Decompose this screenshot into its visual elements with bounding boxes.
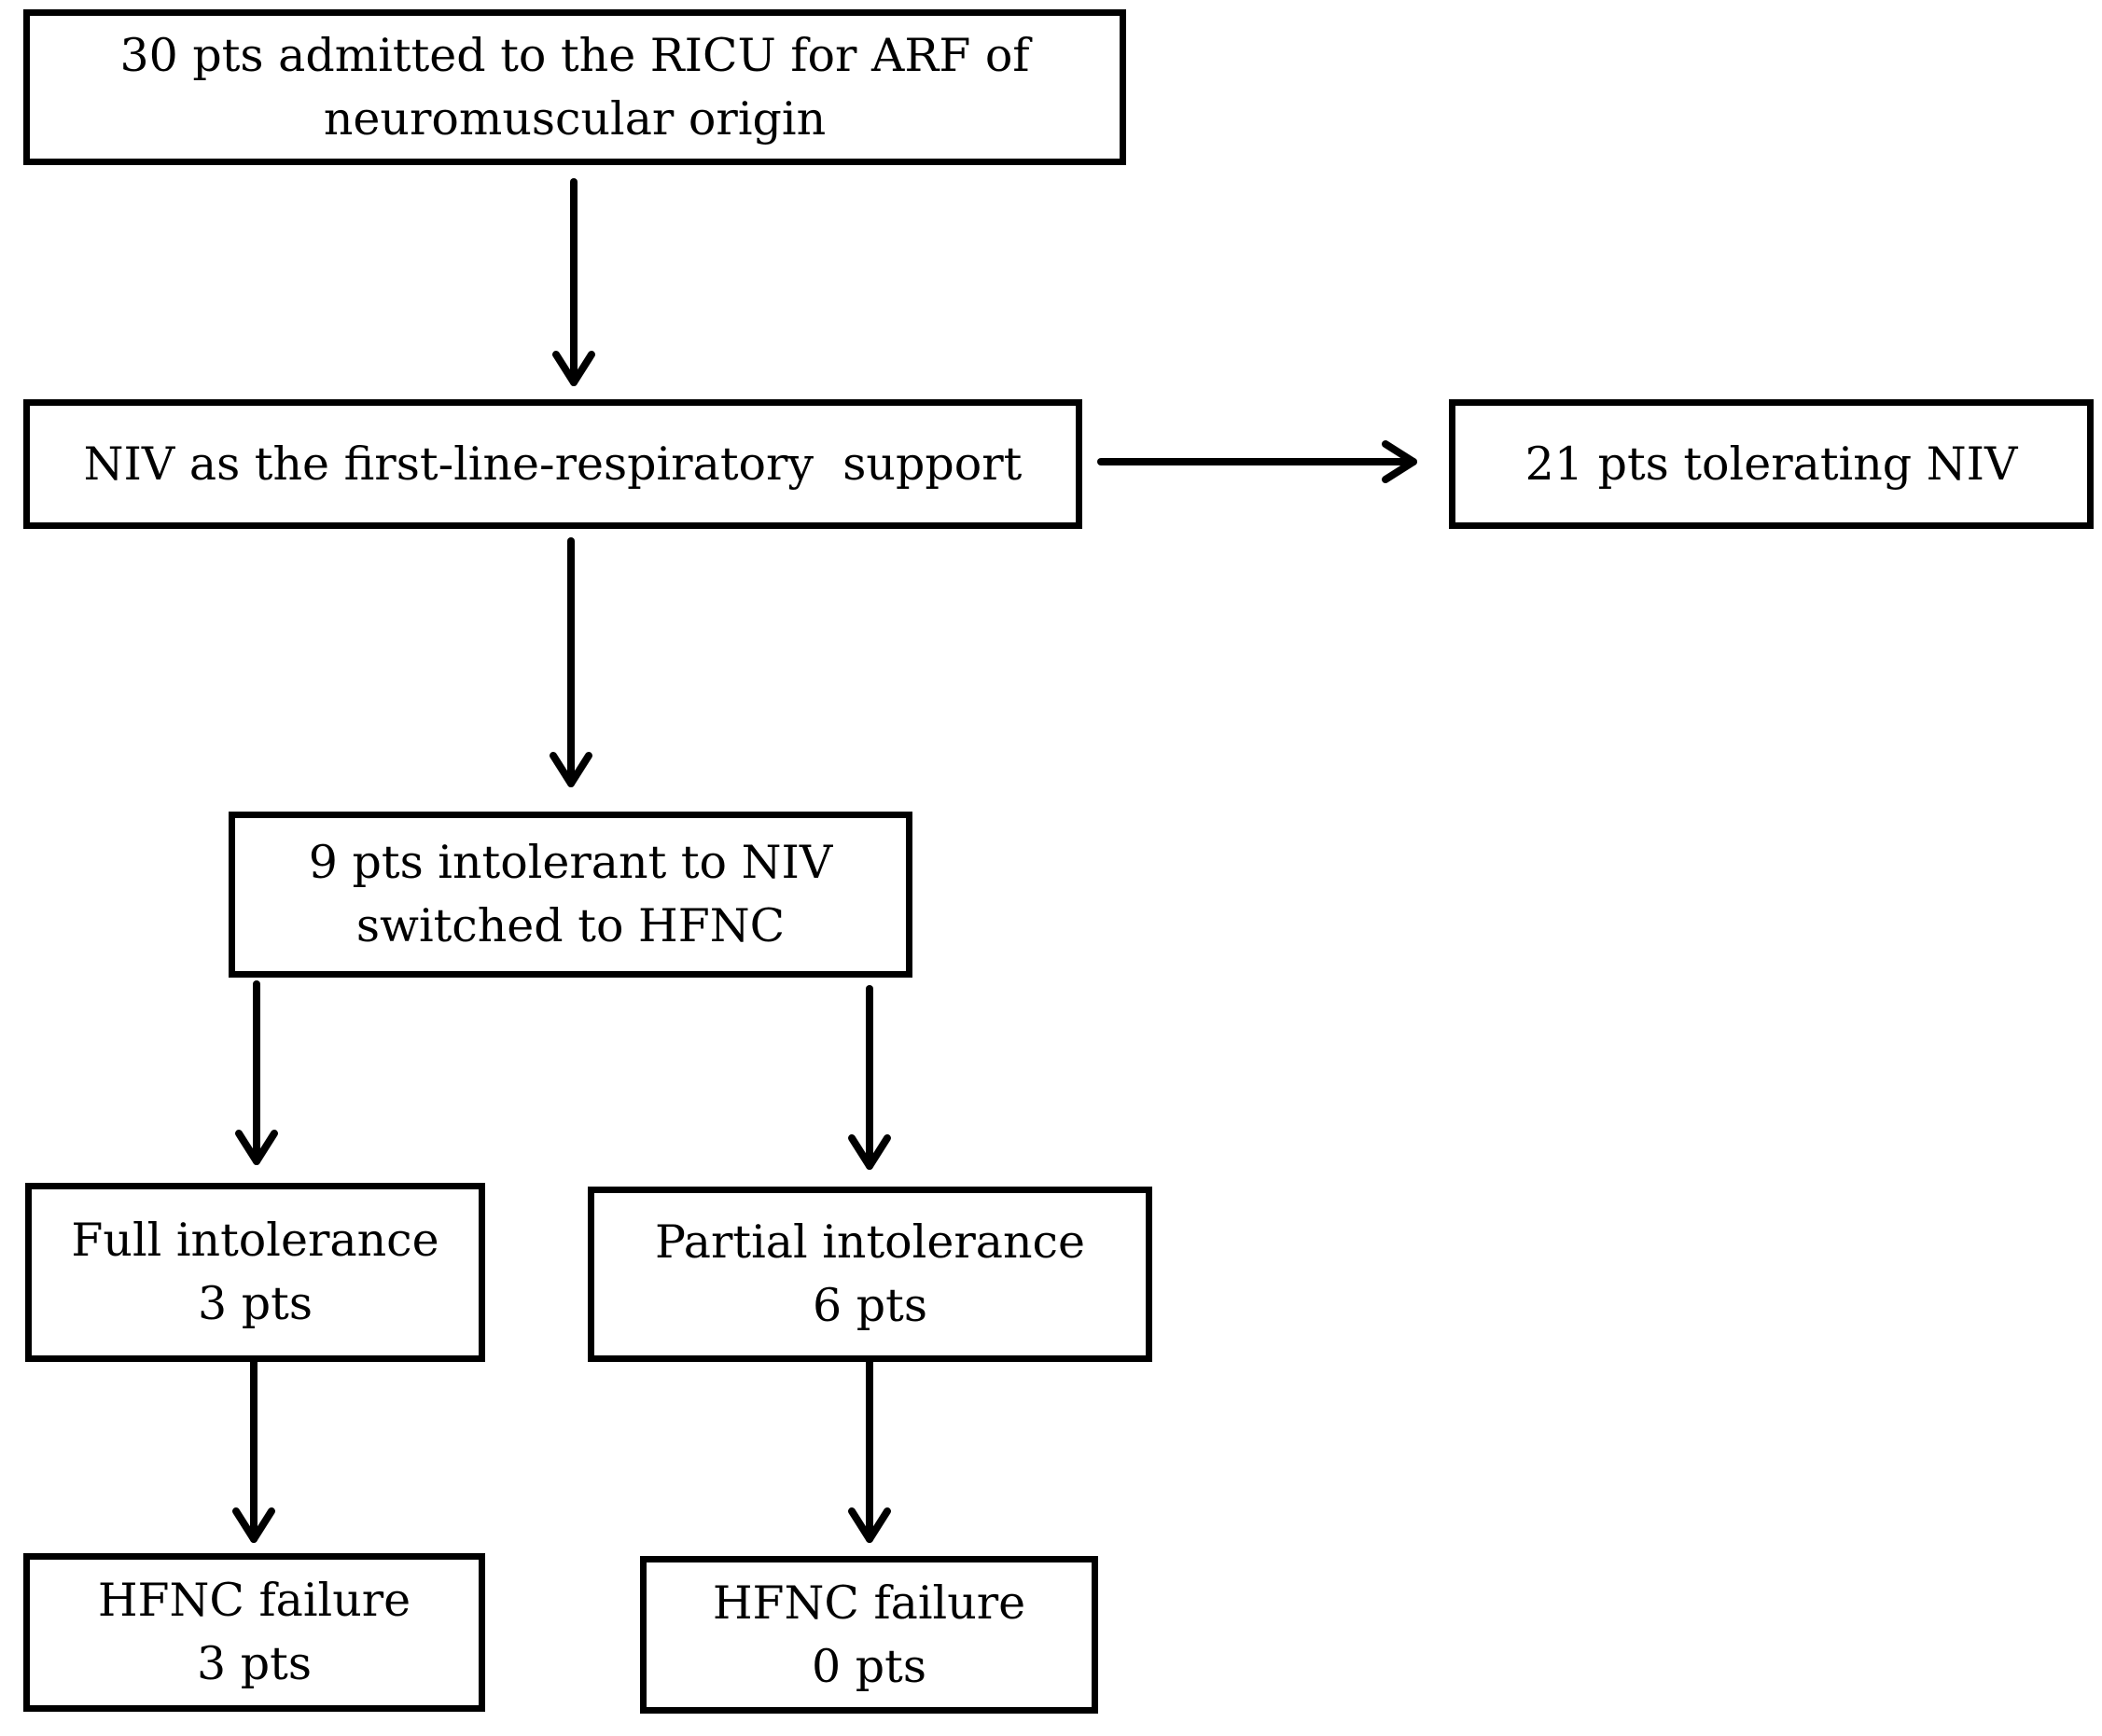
partial-intolerance-box: Partial intolerance 6 pts	[588, 1187, 1152, 1362]
full-intolerance-label: Full intolerance	[71, 1214, 439, 1267]
admitted-line1: 30 pts admitted to the RICU for ARF of	[119, 28, 1030, 82]
admitted-box: 30 pts admitted to the RICU for ARF of n…	[23, 9, 1126, 165]
full-hfnc-failure-label: HFNC failure	[97, 1574, 411, 1627]
arrow-admitted-to-niv	[552, 178, 595, 386]
partial-hfnc-failure-box: HFNC failure 0 pts	[640, 1556, 1098, 1714]
tolerating-label: 21 pts tolerating NIV	[1524, 437, 2018, 491]
partial-hfnc-failure-count: 0 pts	[812, 1639, 926, 1693]
arrow-full-to-outcome	[232, 1358, 275, 1543]
arrow-partial-to-outcome	[848, 1358, 891, 1543]
tolerating-box: 21 pts tolerating NIV	[1449, 399, 2094, 529]
partial-intolerance-label: Partial intolerance	[655, 1215, 1085, 1269]
partial-intolerance-count: 6 pts	[813, 1279, 927, 1332]
intolerant-line2: switched to HFNC	[355, 899, 786, 952]
arrow-niv-to-tolerating	[1097, 440, 1417, 483]
arrow-intolerant-to-full	[235, 980, 278, 1165]
niv-first-line-box: NIV as the first-line-respiratory suppor…	[23, 399, 1082, 529]
partial-hfnc-failure-label: HFNC failure	[712, 1576, 1026, 1630]
full-hfnc-failure-count: 3 pts	[197, 1637, 312, 1690]
admitted-line2: neuromuscular origin	[323, 91, 827, 146]
full-hfnc-failure-box: HFNC failure 3 pts	[23, 1553, 485, 1712]
full-intolerance-count: 3 pts	[198, 1277, 313, 1330]
intolerant-line1: 9 pts intolerant to NIV	[308, 836, 833, 889]
intolerant-box: 9 pts intolerant to NIV switched to HFNC	[229, 812, 912, 978]
arrow-niv-to-intolerant	[550, 537, 592, 787]
full-intolerance-box: Full intolerance 3 pts	[25, 1183, 485, 1362]
arrow-intolerant-to-partial	[848, 985, 891, 1170]
niv-first-line-label: NIV as the first-line-respiratory suppor…	[83, 437, 1023, 491]
